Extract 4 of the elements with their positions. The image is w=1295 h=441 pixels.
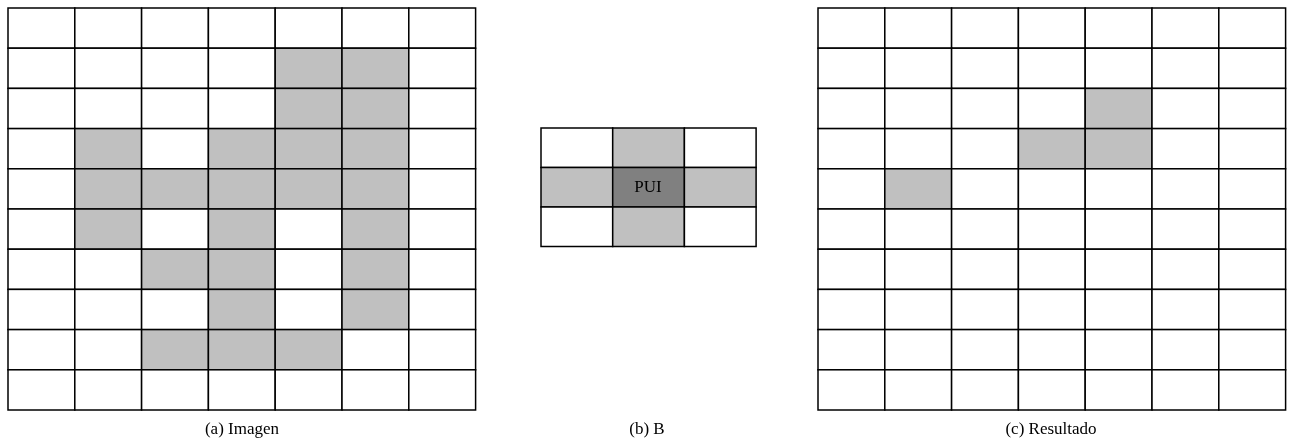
cell-label: PUI [633,177,663,197]
figure-caption: (a) Imagen [203,419,281,439]
figure-caption: (c) Resultado [1004,419,1098,439]
figure-caption: (b) B [628,419,666,439]
